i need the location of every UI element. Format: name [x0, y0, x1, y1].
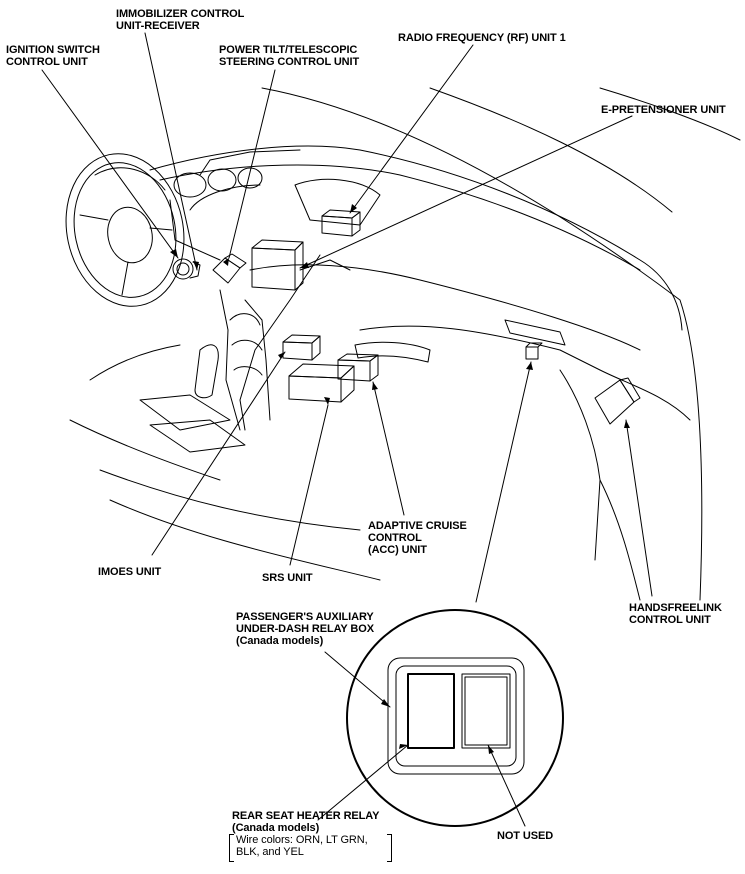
handsfreelink-unit-box — [595, 378, 640, 424]
relay-box-small — [526, 343, 542, 359]
e-pretensioner-unit-box — [252, 240, 303, 290]
srs-unit-box — [289, 364, 354, 402]
steering-wheel — [52, 143, 197, 318]
zoom-inset — [347, 610, 563, 826]
label-e-pretensioner: E-PRETENSIONER UNIT — [601, 104, 726, 116]
acc-unit-box — [338, 354, 378, 381]
instrument-cluster — [170, 168, 262, 260]
label-rf-unit: RADIO FREQUENCY (RF) UNIT 1 — [398, 32, 566, 44]
label-rear-seat-heater-relay: REAR SEAT HEATER RELAY (Canada models) — [232, 810, 380, 834]
arrowheads — [170, 204, 630, 754]
windshield-outline — [262, 88, 740, 600]
label-passenger-relay-box: PASSENGER'S AUXILIARY UNDER-DASH RELAY B… — [236, 611, 374, 647]
door-panel — [560, 370, 640, 600]
label-wire-colors: Wire colors: ORN, LT GRN, BLK, and YEL — [236, 834, 368, 858]
label-imoes-unit: IMOES UNIT — [98, 566, 162, 578]
wire-colors-bracket-right — [387, 834, 392, 862]
leader-lines — [42, 33, 652, 826]
rf-unit-box — [322, 210, 360, 236]
power-tilt-unit-box — [213, 254, 246, 283]
ignition-switch-unit — [173, 259, 200, 279]
label-not-used: NOT USED — [497, 830, 554, 842]
wire-colors-bracket-left — [229, 834, 234, 862]
label-srs-unit: SRS UNIT — [262, 572, 313, 584]
imoes-unit-box — [283, 335, 320, 360]
center-console — [70, 290, 380, 580]
